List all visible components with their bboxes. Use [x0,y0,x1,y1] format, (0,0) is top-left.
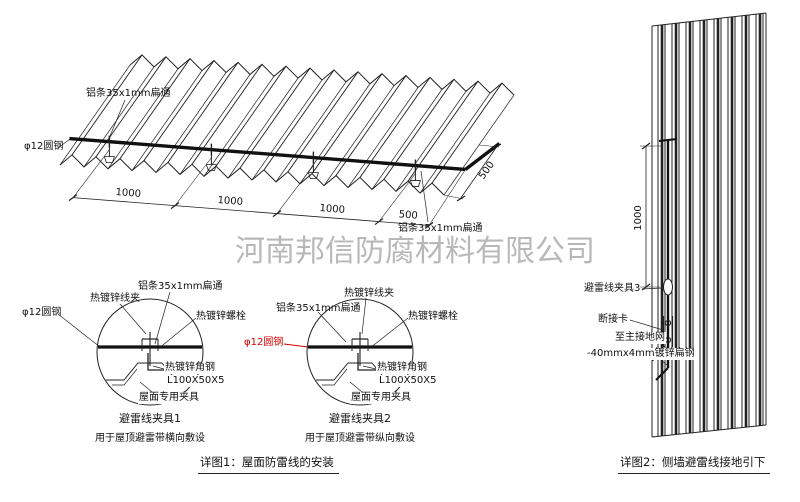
dim-1000-3: 1000 [319,203,345,216]
clamp2-label-bolt: 热镀锌螺栓 [408,311,458,322]
clamp2-label-round-steel: φ12圆钢 [244,337,284,348]
label-lightning-clamp3: 避雷线夹具3 [584,283,641,294]
clamp1-title-block: 避雷线夹具1 用于屋顶避雷带横向敷设 [76,410,224,444]
clamp1-label-angle-steel: 热镀锌角钢 [164,362,216,374]
clamp2-label-strip: 铝条35x1mm扁通 [276,303,361,314]
clamp1-label-strip: 铝条35x1mm扁通 [138,281,223,292]
clamp2-label-angle-steel: 热镀锌角钢 [376,362,428,374]
label-to-main-ground: 至主接地网 [614,332,666,344]
clamp2-title-block: 避雷线夹具2 用于屋顶避雷带纵向敷设 [286,410,434,444]
label-round-steel-roof: φ12圆钢 [24,141,64,152]
dim-1000-wall: 1000 [633,205,644,230]
clamp1-title: 避雷线夹具1 [119,412,181,425]
clamp2-label-roof-clamp: 屋面专用夹具 [350,392,412,404]
label-aluminum-strip-bottom: 铝条35x1mm扁通 [398,223,483,234]
clamp1-label-wire-clip: 热镀锌线夹 [90,293,140,304]
dim-1000-2: 1000 [217,195,243,208]
label-galvanized-flat-steel: -40mmx4mm镀锌扁钢 [586,348,696,360]
drawing-linework [57,12,767,438]
clamp1-subtitle: 用于屋顶避雷带横向敷设 [95,433,205,444]
label-aluminum-strip-top: 铝条35x1mm扁通 [86,88,171,99]
caption-detail2: 详图2：侧墙避雷线接地引下 [618,454,771,474]
clamp1-label-bolt: 热镀锌螺栓 [196,311,246,322]
clamp1-label-angle-spec: L100X50X5 [166,375,226,387]
caption-detail1: 详图1：屋面防雷线的安装 [198,454,339,474]
clamp2-title: 避雷线夹具2 [329,412,391,425]
clamp2-subtitle: 用于屋顶避雷带纵向敷设 [305,433,415,444]
dim-1000-1: 1000 [115,187,141,200]
clamp1-label-round-steel: φ12圆钢 [22,307,62,318]
clamp1-label-roof-clamp: 屋面专用夹具 [138,392,200,404]
clamp2-label-wire-clip: 热镀锌线夹 [344,288,394,299]
label-disconnect-card: 断接卡 [598,314,628,325]
clamp2-label-angle-spec: L100X50X5 [378,375,438,387]
dim-500-bottom: 500 [398,209,418,221]
company-watermark: 河南邦信防腐材料有限公司 [235,234,595,269]
dim-500-side: 500 [477,160,497,182]
